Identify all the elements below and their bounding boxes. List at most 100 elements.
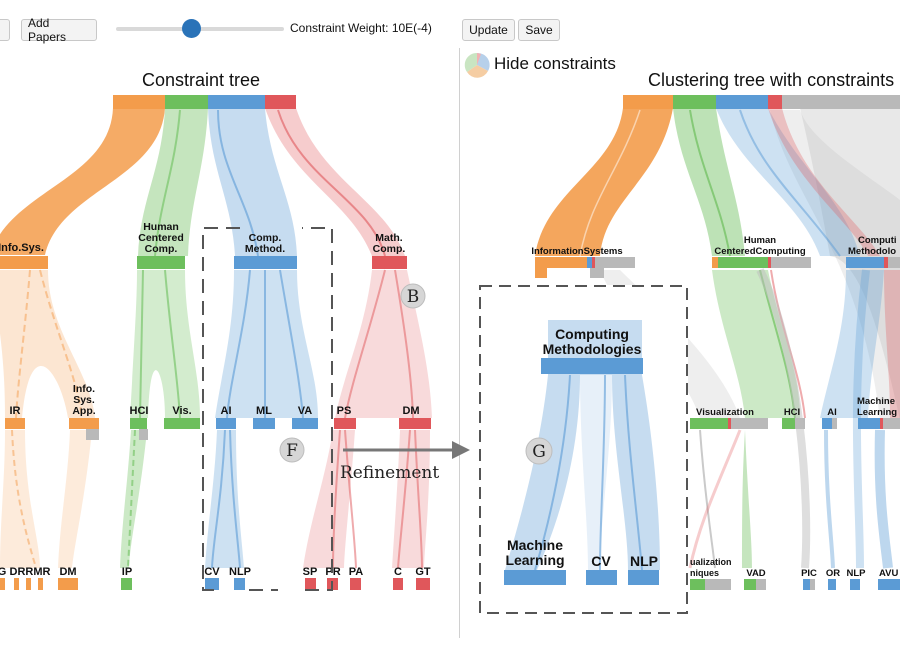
node-ai[interactable] (216, 418, 236, 429)
label-centered: Centered (138, 232, 184, 244)
flow-zoom-line (534, 374, 571, 571)
root-bar-green[interactable] (165, 95, 208, 109)
flow-r-leaf-line (824, 429, 835, 569)
add-papers-button[interactable]: Add Papers (21, 16, 97, 44)
leaf-dm[interactable] (58, 578, 78, 590)
node-hci[interactable] (130, 418, 147, 429)
leaf-drrmr-1[interactable] (14, 578, 19, 590)
node-r-infosys-orange[interactable] (535, 257, 587, 268)
annotation-f-circle (279, 437, 305, 463)
refinement-arrow-head (452, 441, 470, 459)
node-r-visualization-green[interactable] (690, 418, 728, 429)
leaf-r-avu[interactable] (878, 579, 900, 590)
node-r-cm-blue[interactable] (846, 257, 884, 268)
label-r-vad: VAD (746, 568, 765, 579)
leaf-drrmr-2[interactable] (26, 578, 31, 590)
node-hci-top[interactable] (137, 256, 185, 269)
zoom-node-nlp[interactable] (628, 570, 659, 585)
leaf-pa[interactable] (350, 578, 361, 590)
root-bar-red[interactable] (265, 95, 296, 109)
label-leaf-gt: GT (415, 566, 431, 578)
root-r-green[interactable] (673, 95, 716, 109)
label-leaf-nlp: NLP (229, 566, 251, 578)
leaf-r-pic[interactable] (803, 579, 810, 590)
save-button[interactable]: Save (518, 19, 560, 41)
zoom-node-cv[interactable] (586, 570, 617, 585)
label-r-avu: AVU (879, 568, 898, 579)
node-r-hcc-orange (712, 257, 718, 268)
flow-r-leaf-line (688, 429, 742, 569)
refinement-label: Refinement (340, 463, 439, 483)
panel-divider (459, 48, 460, 638)
label-ml: ML (256, 405, 272, 417)
flow-leaf (303, 430, 355, 568)
node-va[interactable] (292, 418, 318, 429)
flow-line (332, 429, 341, 569)
leaf-c[interactable] (393, 578, 403, 590)
node-vis[interactable] (164, 418, 200, 429)
leaf-sp[interactable] (305, 578, 316, 590)
node-dm-mid[interactable] (399, 418, 431, 429)
leaf-ip[interactable] (121, 578, 132, 590)
node-r-cm-gray (888, 257, 900, 268)
node-r-hcc-green[interactable] (718, 257, 768, 268)
root-bar-blue[interactable] (208, 95, 265, 109)
leaf-g[interactable] (0, 578, 5, 590)
node-comp-method[interactable] (234, 256, 297, 269)
root-r-blue[interactable] (716, 95, 768, 109)
node-math-comp[interactable] (372, 256, 407, 269)
flow-root-mathcomp (265, 108, 405, 256)
node-r-ai-gray (832, 418, 837, 429)
label-r-vis-tech-2: niques (690, 568, 719, 578)
node-r-hci[interactable] (782, 418, 795, 429)
slider-thumb[interactable] (182, 19, 202, 38)
root-r-gray[interactable] (782, 95, 900, 109)
root-r-red[interactable] (768, 95, 782, 109)
node-hci-gray (139, 429, 148, 440)
leaf-gt[interactable] (416, 578, 430, 590)
leaf-cv[interactable] (205, 578, 219, 590)
leaf-r-or[interactable] (828, 579, 836, 590)
label-r-pic: PIC (801, 568, 817, 579)
leaf-r-vis-tech-green[interactable] (690, 579, 705, 590)
node-ps[interactable] (334, 418, 356, 429)
flow-r-cm (716, 108, 860, 256)
flow-hci-children (130, 270, 200, 418)
flow-r-leaf-line (852, 269, 870, 569)
hide-constraints-toggle[interactable]: Hide constraints (494, 54, 616, 73)
node-r-ml-blue[interactable] (858, 418, 880, 429)
flow-line (217, 109, 259, 257)
node-ml[interactable] (253, 418, 275, 429)
flow-line (394, 269, 414, 419)
constraint-tree: Info.Sys. Human Centered Comp. Comp. Met… (0, 95, 432, 591)
flow-r-leaf-line (756, 268, 811, 569)
node-ir[interactable] (5, 418, 25, 429)
update-button[interactable]: Update (462, 19, 515, 41)
leaf-r-vad-green[interactable] (744, 579, 756, 590)
zoom-node-computing-methodologies[interactable] (541, 358, 643, 374)
root-r-orange[interactable] (623, 95, 673, 109)
label-leaf-pa: PA (349, 566, 364, 578)
flow-r-leaf-line (874, 429, 893, 569)
root-bar-orange[interactable] (113, 95, 165, 109)
node-r-cm-red (884, 257, 888, 268)
node-infosys-app[interactable] (69, 418, 99, 429)
node-r-ai[interactable] (822, 418, 832, 429)
leaf-drrmr-3[interactable] (38, 578, 43, 590)
label-comp-method-1: Comp. (249, 232, 282, 244)
flow-line (344, 429, 357, 569)
node-r-ml-gray (883, 418, 900, 429)
label-infosysapp-1: Info. (73, 383, 95, 395)
node-infosys[interactable] (0, 256, 48, 269)
flow-line (154, 109, 181, 257)
label-info-sys: Info.Sys. (0, 242, 44, 254)
leaf-r-nlp[interactable] (850, 579, 860, 590)
label-ps: PS (337, 405, 352, 417)
node-r-infosys-sub (535, 268, 547, 278)
flow-line (229, 429, 241, 569)
zoom-node-machine-learning[interactable] (504, 570, 566, 585)
node-r-infosys-gray (595, 257, 635, 268)
leaf-nlp[interactable] (234, 578, 245, 590)
pie-chart-icon[interactable] (464, 52, 490, 78)
truncated-button[interactable] (0, 19, 10, 41)
